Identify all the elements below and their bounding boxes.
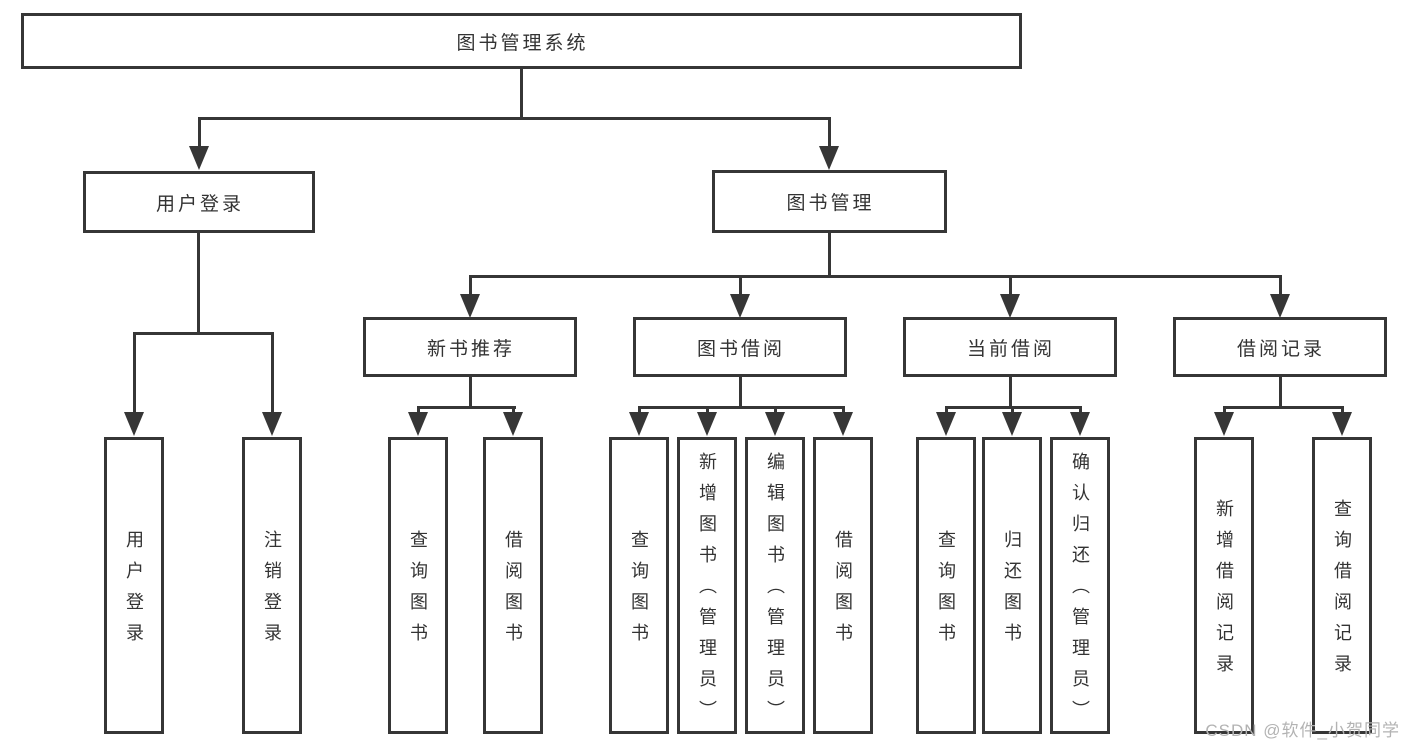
node-current-borrowing-label: 当前借阅 (966, 338, 1055, 360)
connector-stem-book-management (828, 117, 831, 149)
node-root: 图书管理系统 (21, 13, 1022, 69)
node-user-login: 用户登录 (83, 171, 315, 233)
arrow-to-current-borrow-icon (1000, 294, 1020, 318)
connector-stem-logout-leaf (271, 332, 274, 414)
arrow-nb-query-icon (408, 412, 428, 436)
arrow-br-add-icon (1214, 412, 1234, 436)
node-book-management-label: 图书管理 (786, 193, 875, 214)
arrow-cb-query-icon (936, 412, 956, 436)
leaf-bb-borrow-books: 借阅图书 (813, 437, 873, 734)
connector-stem-login-leaf (133, 332, 136, 414)
connector-borrow-record-down (1279, 377, 1282, 408)
leaf-cb-query-books-label: 查询图书 (936, 529, 956, 654)
leaf-user-login: 用户登录 (104, 437, 164, 734)
arrow-bb-query-icon (629, 412, 649, 436)
node-current-borrowing: 当前借阅 (903, 317, 1117, 377)
connector-stem-nb-query (417, 406, 420, 414)
arrow-bb-edit-icon (765, 412, 785, 436)
leaf-bb-edit-books-admin: 编辑图书（管理员） (745, 437, 805, 734)
connector-stem-bb-borrow (842, 406, 845, 414)
leaf-br-query-record: 查询借阅记录 (1312, 437, 1372, 734)
connector-stem-br-query (1341, 406, 1344, 414)
connector-book-borrow-down (739, 377, 742, 408)
connector-stem-new-book (469, 275, 472, 297)
arrow-to-user-login-icon (189, 146, 209, 170)
connector-stem-cb-query (945, 406, 948, 414)
leaf-cb-return-books: 归还图书 (982, 437, 1042, 734)
arrow-to-book-borrow-icon (730, 294, 750, 318)
connector-user-login-bar (133, 332, 274, 335)
arrow-to-borrow-record-icon (1270, 294, 1290, 318)
connector-stem-bb-add (706, 406, 709, 414)
arrow-bb-add-icon (697, 412, 717, 436)
leaf-nb-query-books-label: 查询图书 (408, 529, 428, 654)
connector-stem-borrow-record (1279, 275, 1282, 297)
leaf-bb-edit-books-admin-label: 编辑图书（管理员） (765, 452, 785, 731)
connector-stem-br-add (1223, 406, 1226, 414)
node-borrowing-records: 借阅记录 (1173, 317, 1387, 377)
connector-stem-book-borrow (739, 275, 742, 297)
node-book-management: 图书管理 (712, 170, 947, 233)
leaf-bb-add-books-admin-label: 新增图书（管理员） (697, 452, 717, 731)
leaf-nb-borrow-books-label: 借阅图书 (503, 529, 523, 654)
node-root-label: 图书管理系统 (456, 32, 589, 54)
node-book-borrowing: 图书借阅 (633, 317, 847, 377)
arrow-cb-confirm-icon (1070, 412, 1090, 436)
connector-stem-cb-confirm (1079, 406, 1082, 414)
node-new-book-recommendation: 新书推荐 (363, 317, 577, 377)
leaf-br-add-record-label: 新增借阅记录 (1214, 498, 1234, 685)
connector-stem-bb-edit (774, 406, 777, 414)
connector-book-management-bar (469, 275, 1282, 278)
arrow-br-query-icon (1332, 412, 1352, 436)
arrow-nb-borrow-icon (503, 412, 523, 436)
connector-stem-current-borrow (1009, 275, 1012, 297)
leaf-user-login-label: 用户登录 (124, 529, 144, 654)
connector-stem-nb-borrow (512, 406, 515, 414)
connector-root-bar (198, 117, 831, 120)
connector-book-management-down (828, 233, 831, 278)
connector-borrow-record-bar (1223, 406, 1344, 409)
leaf-nb-query-books: 查询图书 (388, 437, 448, 734)
connector-stem-bb-query (638, 406, 641, 414)
connector-stem-cb-return (1011, 406, 1014, 414)
connector-new-book-down (469, 377, 472, 408)
leaf-nb-borrow-books: 借阅图书 (483, 437, 543, 734)
connector-current-borrow-down (1009, 377, 1012, 408)
node-new-book-label: 新书推荐 (426, 338, 515, 360)
leaf-cb-return-books-label: 归还图书 (1002, 529, 1022, 654)
node-book-borrowing-label: 图书借阅 (696, 338, 785, 360)
leaf-cb-confirm-return-admin: 确认归还（管理员） (1050, 437, 1110, 734)
leaf-logout-login-label: 注销登录 (262, 529, 282, 654)
arrow-to-logout-leaf-icon (262, 412, 282, 436)
leaf-br-query-record-label: 查询借阅记录 (1332, 498, 1352, 685)
arrow-to-login-leaf-icon (124, 412, 144, 436)
leaf-br-add-record: 新增借阅记录 (1194, 437, 1254, 734)
connector-new-book-bar (417, 406, 516, 409)
csdn-watermark: CSDN @软件_小贺同学 (1205, 721, 1400, 740)
leaf-cb-query-books: 查询图书 (916, 437, 976, 734)
leaf-bb-query-books-label: 查询图书 (629, 529, 649, 654)
leaf-cb-confirm-return-admin-label: 确认归还（管理员） (1070, 452, 1090, 731)
arrow-to-book-management-icon (819, 146, 839, 170)
arrow-cb-return-icon (1002, 412, 1022, 436)
node-user-login-label: 用户登录 (155, 193, 244, 215)
connector-user-login-down (197, 233, 200, 334)
connector-root-down (520, 69, 523, 119)
node-borrowing-records-label: 借阅记录 (1236, 338, 1325, 360)
leaf-bb-add-books-admin: 新增图书（管理员） (677, 437, 737, 734)
arrow-bb-borrow-icon (833, 412, 853, 436)
connector-stem-user-login (198, 117, 201, 149)
leaf-bb-borrow-books-label: 借阅图书 (833, 529, 853, 654)
leaf-logout-login: 注销登录 (242, 437, 302, 734)
arrow-to-new-book-icon (460, 294, 480, 318)
leaf-bb-query-books: 查询图书 (609, 437, 669, 734)
connector-book-borrow-bar (638, 406, 845, 409)
